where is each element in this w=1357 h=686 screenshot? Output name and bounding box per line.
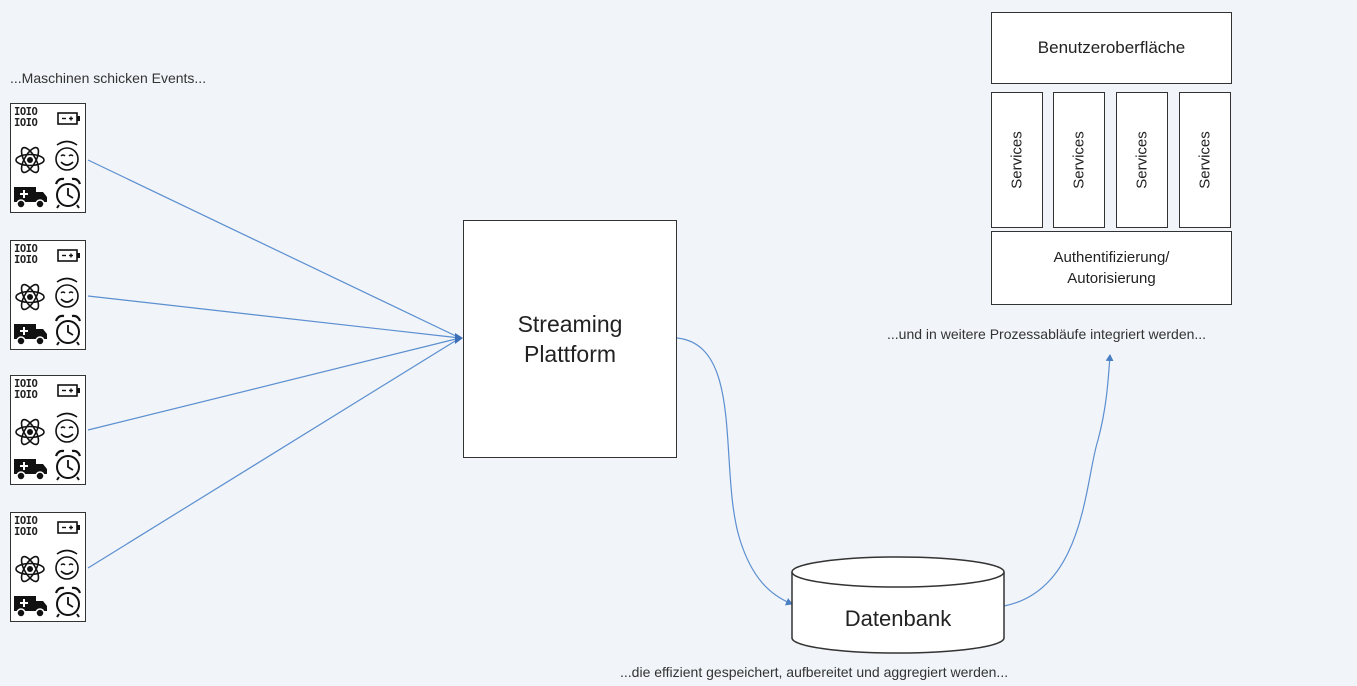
- battery-icon: [57, 112, 80, 125]
- alarm-clock-icon: [54, 177, 82, 209]
- battery-icon: [57, 384, 80, 397]
- ambulance-icon: [14, 324, 47, 346]
- streaming-platform-box: Streaming Plattform: [463, 220, 677, 458]
- alarm-clock-icon: [54, 586, 82, 618]
- service-box: Services: [1116, 92, 1168, 228]
- smiley-icon: [55, 549, 79, 580]
- service-box: Services: [991, 92, 1043, 228]
- alarm-clock-icon: [54, 449, 82, 481]
- database-label: Datenbank: [844, 606, 952, 631]
- smiley-icon: [55, 277, 79, 308]
- service-box: Services: [1053, 92, 1105, 228]
- streaming-label-line2: Plattform: [523, 341, 617, 367]
- atom-icon: [15, 283, 45, 311]
- battery-icon: [57, 249, 80, 262]
- ambulance-icon: [14, 596, 47, 618]
- battery-icon: [57, 521, 80, 534]
- atom-icon: [15, 146, 45, 174]
- ambulance-icon: [14, 187, 47, 209]
- atom-icon: [15, 418, 45, 446]
- auth-layer-box: Authentifizierung/ Autorisierung: [991, 231, 1232, 305]
- platform-to-db-line: [676, 337, 793, 606]
- caption-storage: ...die effizient gespeichert, aufbereite…: [620, 664, 1009, 680]
- db-to-app-line: [1003, 354, 1114, 607]
- alarm-clock-icon: [54, 314, 82, 346]
- event-line-4: [87, 337, 461, 569]
- event-line-3: [87, 337, 461, 431]
- database-cylinder: [791, 556, 1005, 654]
- ui-layer-label: Benutzeroberfläche: [1037, 38, 1186, 57]
- ui-layer-box: Benutzeroberfläche: [991, 12, 1232, 84]
- streaming-label-line1: Streaming: [517, 311, 623, 337]
- caption-process: ...und in weitere Prozessabläufe integri…: [887, 326, 1207, 342]
- event-line-2: [87, 295, 461, 339]
- atom-icon: [15, 555, 45, 583]
- caption-machines: ...Maschinen schicken Events...: [10, 70, 207, 86]
- service-box: Services: [1179, 92, 1231, 228]
- event-line-1: [87, 159, 461, 339]
- smiley-icon: [55, 140, 79, 171]
- ambulance-icon: [14, 459, 47, 481]
- event-arrowhead: [455, 333, 463, 344]
- smiley-icon: [55, 412, 79, 443]
